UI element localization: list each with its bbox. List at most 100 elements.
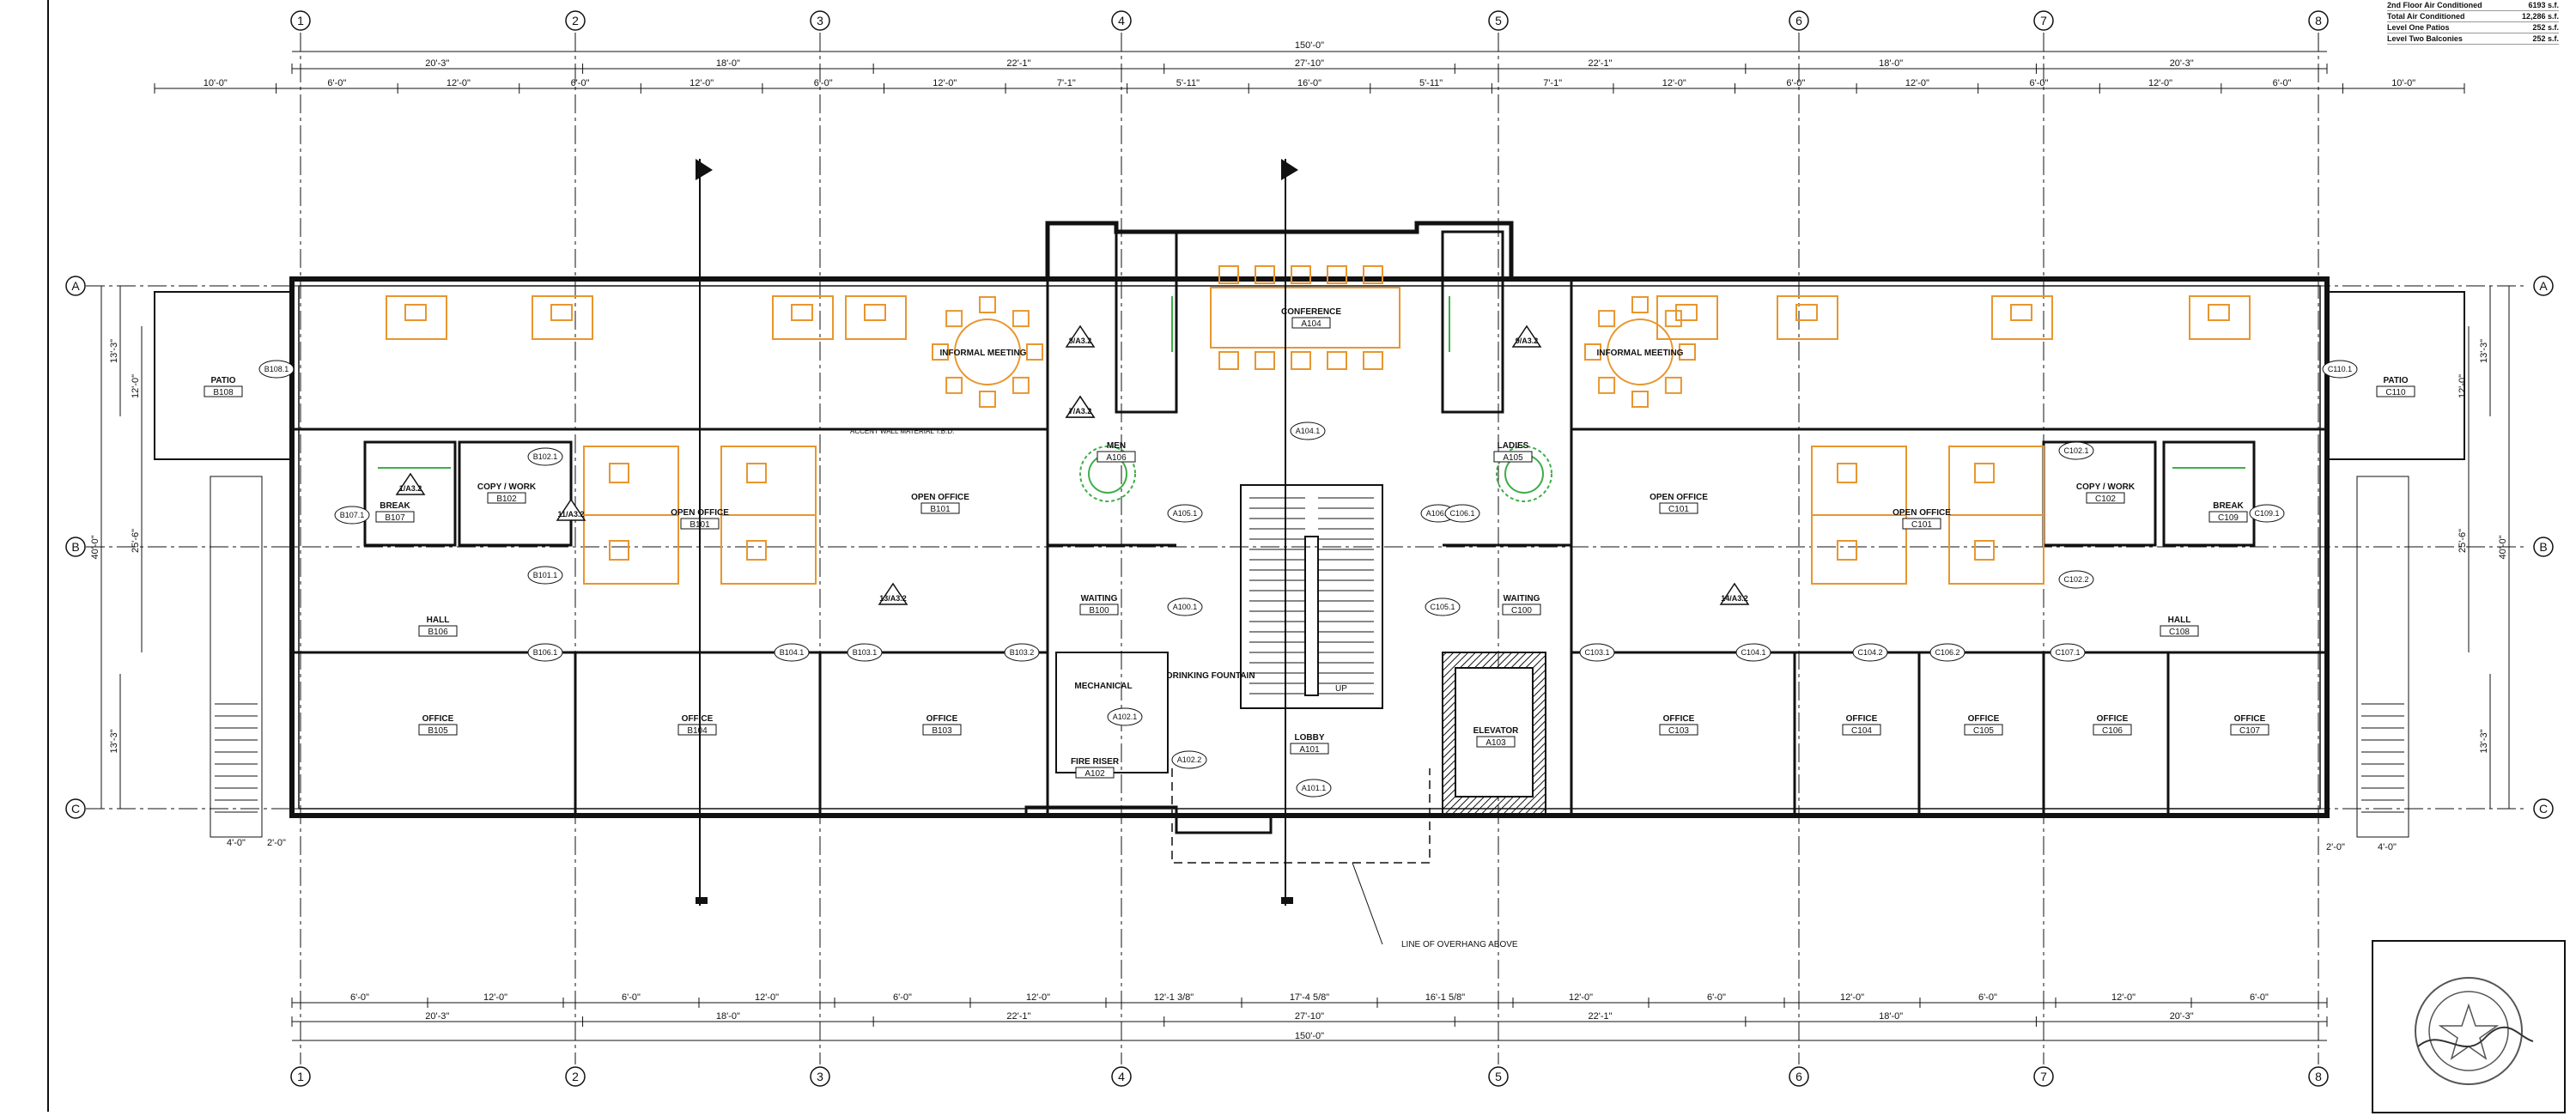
door-tag-label: B108.1 xyxy=(264,365,289,373)
door-tag-label: C106.1 xyxy=(1449,509,1474,518)
dim-label: 20'-3" xyxy=(425,1011,449,1022)
stair-dim-label: 4'-0" xyxy=(2378,842,2397,852)
section-tag-label: 13/A3.2 xyxy=(879,594,907,603)
ext-stair-east xyxy=(2356,476,2409,838)
room-name: LADIES xyxy=(1498,441,1529,451)
chair xyxy=(1837,540,1857,561)
door-tag xyxy=(334,506,370,525)
section-tag-label: 1/A3.2 xyxy=(399,484,422,493)
desk-chair xyxy=(404,304,427,321)
desk xyxy=(1991,295,2053,340)
desk-chair xyxy=(791,304,813,321)
door-tag-label: A106.1 xyxy=(1426,509,1451,518)
area-label: Level Two Balconies xyxy=(2387,34,2463,43)
section-tag-label: 9/A3.2 xyxy=(1516,337,1539,345)
chair xyxy=(1291,265,1311,284)
area-value: 252 s.f. xyxy=(2532,34,2559,43)
dim-label: 22'-1" xyxy=(1006,58,1030,69)
grid-label: 8 xyxy=(2315,14,2322,27)
door-tag xyxy=(1579,643,1615,662)
door-tag xyxy=(2058,441,2094,460)
grid-label: 4 xyxy=(1118,14,1125,27)
door-tag-label: A101.1 xyxy=(1302,784,1327,792)
room-number: A103 xyxy=(1485,738,1506,748)
desk-chair xyxy=(1795,304,1818,321)
chair xyxy=(1363,265,1383,284)
grid-label: 8 xyxy=(2315,1070,2322,1083)
dim-label: 17'-4 5/8" xyxy=(1290,992,1329,1003)
grid-bubble xyxy=(2033,1066,2054,1087)
room-name: OFFICE xyxy=(2097,714,2129,724)
room-name: PATIO xyxy=(210,376,235,385)
side-dim-label: 13'-3" xyxy=(109,339,119,363)
stair-up-label: UP xyxy=(1335,684,1347,694)
door-tag xyxy=(1004,643,1040,662)
grid-label: 7 xyxy=(2040,1070,2047,1083)
title-block xyxy=(2372,940,2566,1113)
door-tag xyxy=(1425,597,1461,616)
chair xyxy=(1664,310,1682,328)
door-tag xyxy=(527,566,563,585)
section-tag-marker xyxy=(878,582,908,605)
chair xyxy=(945,376,963,394)
section-tag-marker xyxy=(1065,324,1096,348)
room-number-box xyxy=(2230,724,2269,736)
room-number-box xyxy=(2376,385,2415,397)
grid-label: 5 xyxy=(1495,1070,1502,1083)
room-number: C104 xyxy=(1851,726,1872,736)
section-tag-label: 7/A3.2 xyxy=(1069,407,1092,415)
door-tag-label: A105.1 xyxy=(1173,509,1198,518)
dim-label: 22'-1" xyxy=(1006,1011,1030,1022)
grid-bubble xyxy=(290,10,311,31)
room-number: A106 xyxy=(1106,453,1127,463)
dim-label: 12'-0" xyxy=(1662,78,1686,88)
room-number-box xyxy=(2086,492,2125,504)
dim-label: 10'-0" xyxy=(204,78,228,88)
grid-label: 2 xyxy=(572,1070,579,1083)
desk-chair xyxy=(2208,304,2230,321)
room-number: A101 xyxy=(1299,745,1320,755)
dim-label: 12'-0" xyxy=(447,78,471,88)
room-number-box xyxy=(922,724,962,736)
room-name: WAITING xyxy=(1504,594,1540,603)
door-tag-label: C104.1 xyxy=(1741,648,1765,657)
grid-label: A xyxy=(71,279,80,293)
room-name: BREAK xyxy=(380,501,410,511)
area-value: 12,286 s.f. xyxy=(2521,12,2559,21)
side-dim-label: 40'-0" xyxy=(90,535,100,559)
section-tag-marker xyxy=(556,498,586,521)
room-name: LOBBY xyxy=(1295,733,1325,743)
dim-label: 22'-1" xyxy=(1589,58,1613,69)
door-tag xyxy=(1171,750,1207,769)
grid-bubble xyxy=(65,798,86,819)
room-name: OPEN OFFICE xyxy=(911,493,969,502)
room-number: C100 xyxy=(1511,606,1532,616)
grid-bubble xyxy=(1111,1066,1132,1087)
room-name: INFORMAL MEETING xyxy=(940,349,1027,358)
grid-label: 1 xyxy=(297,14,304,27)
dim-label: 6'-0" xyxy=(2250,992,2269,1003)
chair xyxy=(1679,343,1696,361)
room-number-box xyxy=(2208,511,2248,523)
side-dim-label: 13'-3" xyxy=(109,729,119,753)
grid-label: 6 xyxy=(1795,1070,1802,1083)
desk xyxy=(1777,295,1838,340)
door-tag xyxy=(258,360,295,379)
room-number: A105 xyxy=(1503,453,1523,463)
dim-label: 12'-0" xyxy=(1840,992,1864,1003)
overall-dim-bottom: 150'-0" xyxy=(1295,1031,1324,1041)
chair xyxy=(1255,351,1275,370)
room-name: OFFICE xyxy=(422,714,454,724)
room-name: HALL xyxy=(427,616,450,625)
chair xyxy=(1974,463,1995,483)
section-tag-marker xyxy=(1511,324,1542,348)
chair xyxy=(1012,376,1030,394)
room-name: COPY / WORK xyxy=(477,482,537,492)
section-tag-label: 14/A3.2 xyxy=(1721,594,1748,603)
stair-handrail xyxy=(1304,536,1319,696)
room-number: B101 xyxy=(930,505,951,514)
room-number: A102 xyxy=(1084,769,1105,779)
room-name: OFFICE xyxy=(927,714,958,724)
